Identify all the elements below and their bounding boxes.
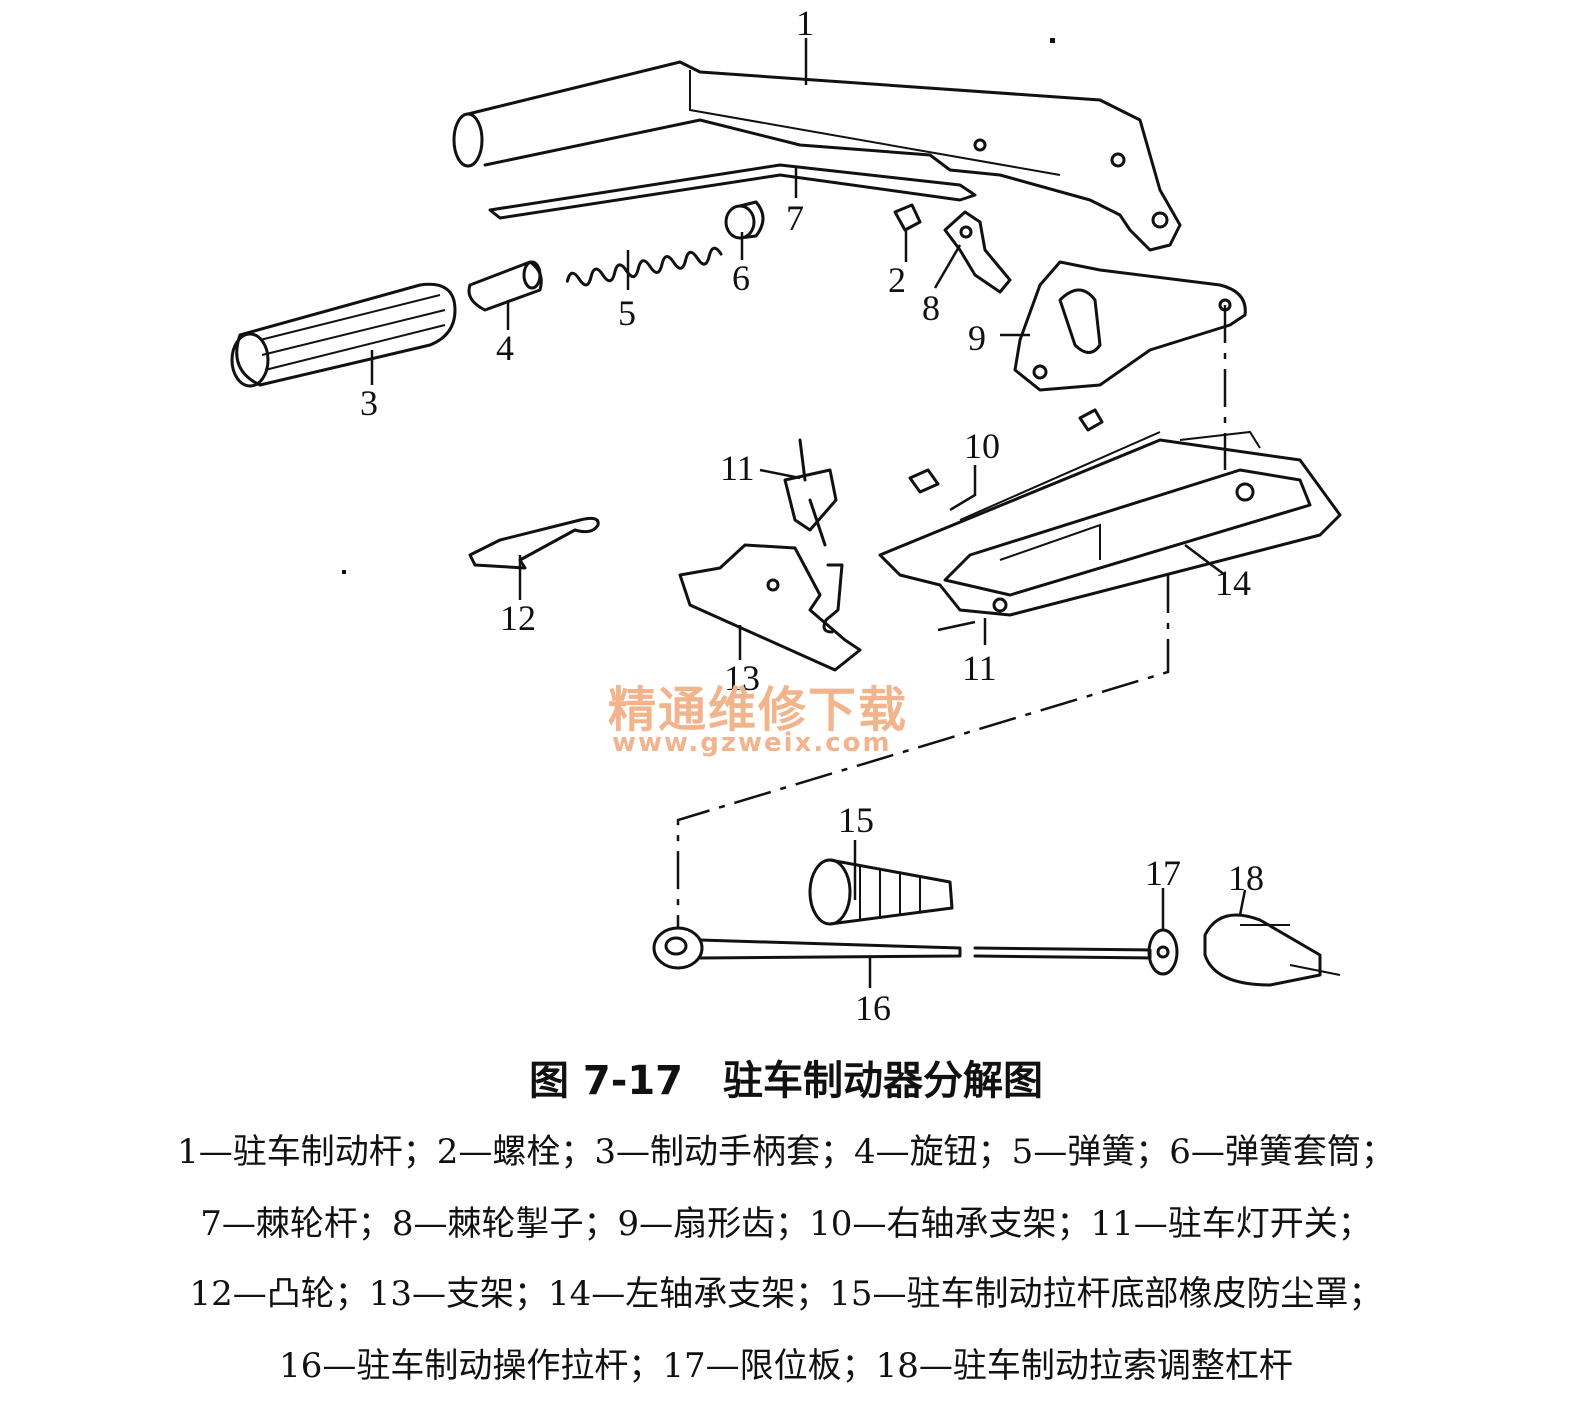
- callout-18: 18: [1228, 858, 1264, 898]
- callout-11-upper: 11: [720, 448, 755, 488]
- assembly-line-switch: [937, 620, 976, 632]
- legend-line-3: 12—凸轮；13—支架；14—左轴承支架；15—驻车制动拉杆底部橡皮防尘罩；: [189, 1274, 1383, 1314]
- part-7-ratchet-rod: [488, 163, 977, 220]
- part-3-handle-grip: [230, 282, 457, 388]
- part-17-limit-plate: [973, 928, 1179, 976]
- part-6-spring-sleeve: [724, 200, 765, 240]
- callout-15: 15: [838, 800, 874, 840]
- part-1-parking-brake-lever: [452, 60, 1182, 252]
- callout-2: 2: [888, 260, 906, 300]
- callout-10: 10: [964, 426, 1000, 466]
- part-8-ratchet-pawl: [943, 210, 1012, 294]
- part-4-knob: [467, 260, 543, 312]
- callout-3: 3: [360, 383, 378, 423]
- callout-9: 9: [968, 318, 986, 358]
- part-15-rubber-boot: [808, 858, 954, 926]
- callout-6: 6: [732, 258, 750, 298]
- assembly-line-lower: [676, 575, 1170, 928]
- callout-5: 5: [618, 293, 636, 333]
- part-2-bolt: [893, 203, 922, 232]
- callout-4: 4: [496, 328, 514, 368]
- legend-line-2: 7—棘轮杆；8—棘轮掣子；9—扇形齿；10—右轴承支架；11—驻车灯开关；: [200, 1204, 1372, 1244]
- callout-13: 13: [724, 658, 760, 698]
- part-13-bracket: [678, 543, 862, 672]
- callout-12: 12: [500, 598, 536, 638]
- exploded-view-diagram: 1 2 3 4 5 6 7 8 9 10 11 11 12 13 14 15 1…: [230, 3, 1342, 1028]
- legend-line-1: 1—驻车制动杆；2—螺栓；3—制动手柄套；4—旋钮；5—弹簧；6—弹簧套筒；: [177, 1132, 1395, 1172]
- part-5-spring: [565, 246, 723, 287]
- figure-caption: 图 7-17 驻车制动器分解图: [528, 1058, 1044, 1104]
- part-9-sector-gear: [1013, 260, 1247, 392]
- part-16-operating-rod: [652, 926, 962, 970]
- watermark-text: 精通维修下载: [608, 682, 909, 738]
- part-12-cam: [468, 516, 600, 570]
- callout-17: 17: [1145, 853, 1181, 893]
- watermark-url: www.gzweix.com: [612, 728, 892, 758]
- callout-14: 14: [1215, 563, 1251, 603]
- part-18-cable-adjusting-lever: [1203, 913, 1341, 987]
- callout-7: 7: [786, 198, 804, 238]
- callout-16: 16: [855, 988, 891, 1028]
- callout-11-lower: 11: [962, 648, 997, 688]
- part-10-14-bearing-brackets: [878, 408, 1342, 617]
- callout-8: 8: [922, 288, 940, 328]
- legend-line-4: 16—驻车制动操作拉杆；17—限位板；18—驻车制动拉索调整杠杆: [279, 1346, 1293, 1386]
- part-11-parking-light-switch: [783, 438, 838, 547]
- callout-1: 1: [796, 3, 814, 43]
